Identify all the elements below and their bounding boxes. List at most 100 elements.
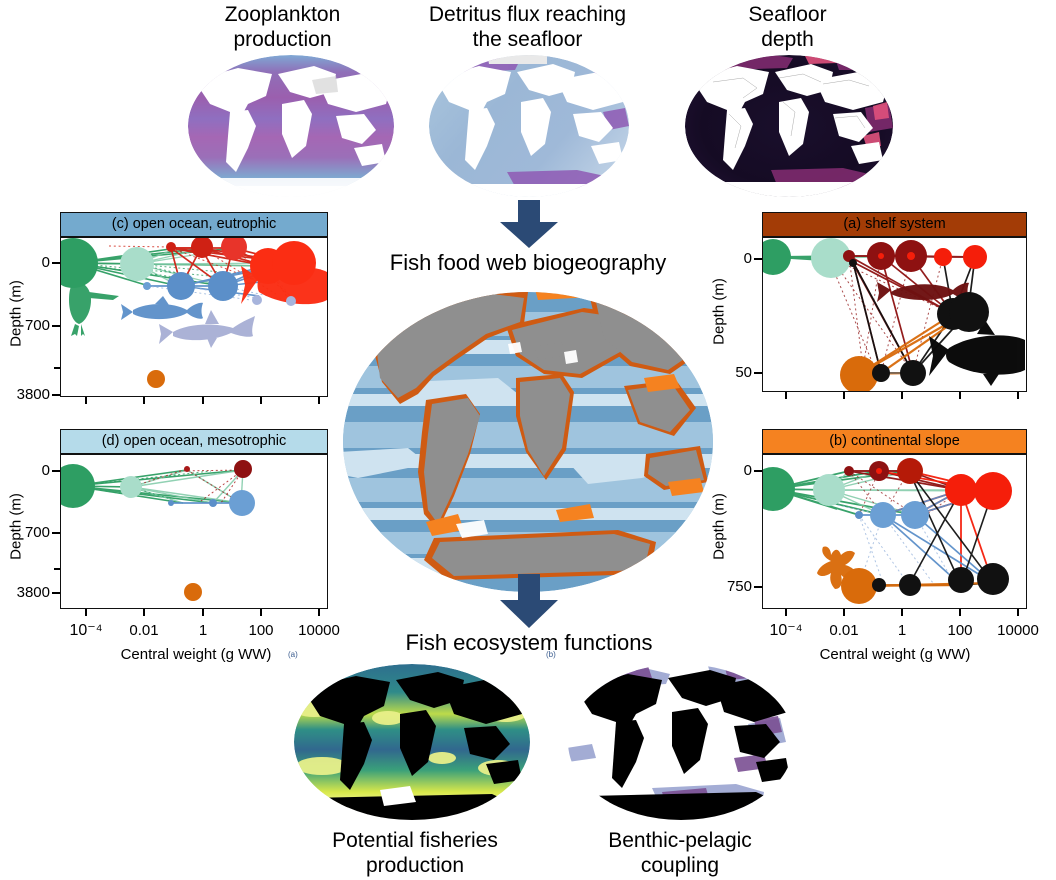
panel-c-header: (c) open ocean, eutrophic [60,212,328,237]
panel-d-xtick-0: 10⁻⁴ [69,622,103,639]
panel-c-ytick-2: 3800 [16,386,50,403]
panel-c-ytick-1: 700 [24,317,50,334]
node-small-black-1 [849,259,857,267]
panel-b-ytick-0: 0 [743,462,752,479]
node-pelagic-red-2 [963,245,987,269]
node-zooplankton-large [61,238,98,288]
zooplankton-title-line2: production [233,28,332,51]
node-zooplankton-small [811,238,851,278]
node-demersal-core-1 [878,253,884,259]
panel-b-xtick-3: 100 [947,622,973,639]
seafloor-depth-map [685,55,893,197]
panel-b-xtick-4: 10000 [997,622,1039,639]
node-benthic-black-2 [899,574,921,596]
potential-fisheries-production-map [294,664,530,820]
panel-d-header: (d) open ocean, mesotrophic [60,429,328,454]
node-benthic-black-4 [900,360,926,386]
node-small-red-1 [843,250,855,262]
node-benthic-black-3 [872,364,890,382]
node-bathy-blue-1 [870,502,896,528]
node-bathy-1 [167,272,195,300]
node-demersal-core-1 [876,468,882,474]
node-pelagic-dark [234,460,252,478]
node-benthos-orange [840,356,878,391]
node-benthos-orange [184,583,202,601]
node-meso-tiny [166,242,176,252]
fish-darkred-silhouette [877,282,969,302]
panel-b-network [763,458,1012,604]
node-pelagic-lg [221,238,247,260]
node-small-pelagic-1 [143,282,151,290]
panel-d-xlabel: Central weight (g WW) [120,646,272,663]
panel-c-ytick-0: 0 [41,254,50,271]
cod-black-silhouette [929,320,1025,386]
panel-d-xtick-3: 100 [248,622,274,639]
node-zooplankton-large [61,464,95,508]
arrow-down-top [500,200,558,248]
benthic-pelagic-title: Benthic-pelagic coupling [570,828,790,878]
node-bathy-blue [229,490,255,516]
benthic-title-line2: coupling [640,854,720,877]
node-benthic-black-1 [872,578,886,592]
panel-b-xtick-1: 0.01 [829,622,859,639]
detritus-title-line1: Detritus flux reaching [428,3,627,26]
panel-b-ylabel: Depth (m) [710,493,728,560]
node-bathy-blue-2 [901,501,929,529]
panel-d-xtick-4: 10000 [298,622,340,639]
node-small-blue [168,500,174,506]
center-bottom-title: Fish ecosystem functions [405,630,653,655]
zooplankton-production-map [188,55,394,197]
detritus-flux-map [429,55,629,197]
node-benthic-black-4 [977,563,1009,595]
panel-a-ylabel: Depth (m) [710,278,728,345]
panel-d-network [61,460,255,601]
node-zooplankton-large [763,467,795,511]
node-benthic-black-2 [949,292,989,332]
node-demersal-dk-2 [897,458,923,484]
node-small-blue-1 [855,511,863,519]
node-zooplankton-large [763,239,791,275]
seafloor-title-line1: Seafloor [748,3,827,26]
shark-lavender-silhouette [159,310,255,348]
node-benthos-orange [147,370,165,388]
panel-b-title: (b) continental slope [829,433,960,450]
panel-c-network [61,238,327,388]
benthic-pelagic-coupling-map [568,664,794,820]
node-deep-2 [286,296,296,306]
zooplankton-map-title: Zooplankton production [175,2,390,52]
detritus-title-line2: the seafloor [472,28,583,51]
panel-b-xtick-0: 10⁻⁴ [769,622,803,639]
panel-b-ytick-1: 750 [726,578,752,595]
zooplankton-title-line1: Zooplankton [224,3,341,26]
node-pelagic-med [191,238,213,258]
fish-food-web-biogeography-map [343,292,713,592]
node-mid-blue [209,499,217,507]
node-pelagic-red-1 [934,248,952,266]
panel-a-network [763,238,1025,391]
potential-fisheries-title: Potential fisheries production [300,828,530,878]
node-bathy-2 [208,271,238,301]
seafloor-map-title: Seafloor depth [690,2,885,52]
node-pelagic-red-2 [974,472,1012,510]
panel-b-xtick-2: 1 [897,622,907,639]
marker-a-label: (a) [288,650,298,659]
node-deep-1 [252,295,262,305]
node-meso-tiny [184,466,190,472]
node-zooplankton-small [120,476,142,498]
marker-b-label: (b) [546,650,556,659]
panel-c-title: (c) open ocean, eutrophic [111,216,277,233]
fish-blue-silhouette [121,296,203,320]
panel-d-ytick-1: 700 [24,524,50,541]
panel-c-ylabel: Depth (m) [7,280,25,347]
benthic-title-line1: Benthic-pelagic [608,829,752,852]
copepod-silhouette [69,282,119,336]
arrow-down-bottom [500,574,558,628]
panel-d-xtick-1: 0.01 [129,622,159,639]
node-demersal-core-2 [907,252,915,260]
center-title: Fish food web biogeography [389,250,667,275]
fisheries-title-line2: production [365,854,465,877]
panel-a-ytick-0: 0 [743,250,752,267]
panel-d-title: (d) open ocean, mesotrophic [101,433,287,450]
node-large-pelagic-2 [272,241,316,285]
panel-b-header: (b) continental slope [762,429,1027,454]
